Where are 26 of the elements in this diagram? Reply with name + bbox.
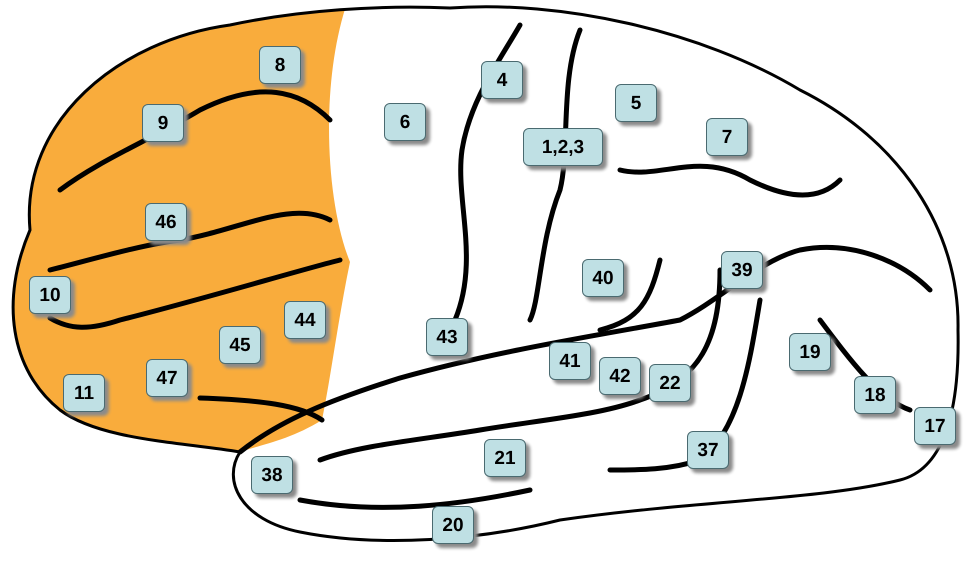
area-label: 19 bbox=[789, 333, 831, 371]
area-label: 10 bbox=[29, 276, 71, 314]
area-label: 41 bbox=[549, 342, 591, 380]
area-label: 9 bbox=[142, 104, 184, 142]
area-label: 5 bbox=[615, 84, 657, 122]
area-label: 44 bbox=[284, 301, 326, 339]
area-label: 20 bbox=[432, 506, 474, 544]
area-label: 6 bbox=[384, 103, 426, 141]
area-label: 17 bbox=[914, 407, 956, 445]
area-label: 4 bbox=[481, 61, 523, 99]
area-label: 45 bbox=[219, 326, 261, 364]
area-label: 21 bbox=[484, 439, 526, 477]
area-label: 1,2,3 bbox=[523, 128, 603, 166]
area-label: 8 bbox=[259, 46, 301, 84]
area-label: 22 bbox=[649, 364, 691, 402]
area-label: 7 bbox=[706, 118, 748, 156]
area-label: 42 bbox=[599, 357, 641, 395]
area-label: 39 bbox=[721, 251, 763, 289]
area-label: 11 bbox=[63, 374, 105, 412]
area-label: 18 bbox=[854, 376, 896, 414]
area-label: 40 bbox=[582, 259, 624, 297]
area-label: 37 bbox=[687, 431, 729, 469]
area-label: 38 bbox=[251, 456, 293, 494]
area-label: 43 bbox=[426, 318, 468, 356]
area-label: 46 bbox=[145, 203, 187, 241]
area-label: 47 bbox=[146, 359, 188, 397]
